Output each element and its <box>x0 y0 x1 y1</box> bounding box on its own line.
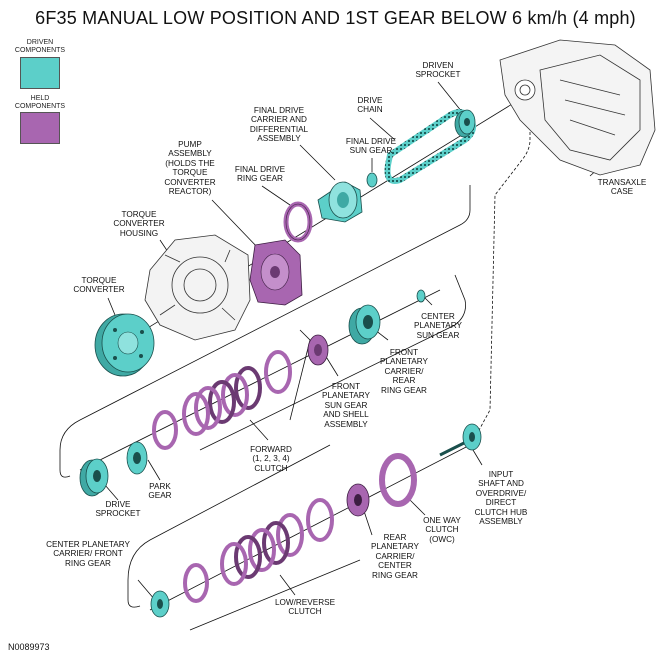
label-center-planetary-carrier: CENTER PLANETARY CARRIER/ FRONT RING GEA… <box>46 540 130 568</box>
leader-drive-chain <box>369 117 396 141</box>
torque-converter-art <box>94 313 155 377</box>
rear-planetary-carrier-art <box>346 483 370 517</box>
forward-clutch-pack-art <box>152 350 292 450</box>
legend-driven-swatch <box>20 57 60 89</box>
low-reverse-clutch-pack-art <box>183 498 334 603</box>
legend-driven-label: DRIVEN COMPONENTS <box>14 39 66 54</box>
diagram-title: 6F35 MANUAL LOW POSITION AND 1ST GEAR BE… <box>35 8 636 28</box>
label-drive-sprocket: DRIVE SPROCKET <box>95 500 141 519</box>
label-low-reverse-clutch: LOW/REVERSE CLUTCH <box>274 598 336 617</box>
leader-final-drive-carrier <box>299 144 336 181</box>
front-sun-gear-shell-art <box>307 334 329 366</box>
label-final-drive-carrier: FINAL DRIVE CARRIER AND DIFFERENTIAL ASS… <box>249 106 309 144</box>
leader-one-way-clutch <box>409 499 426 516</box>
legend-held-label: HELD COMPONENTS <box>14 95 66 110</box>
input-shaft-art <box>439 423 482 457</box>
row-connector-middle-right <box>199 274 466 451</box>
final-drive-carrier-art <box>317 181 363 223</box>
reference-number: N0089973 <box>8 642 50 652</box>
label-front-planetary-sun-gear: FRONT PLANETARY SUN GEAR AND SHELL ASSEM… <box>322 382 370 429</box>
case-link-dashed-line <box>477 92 531 433</box>
label-rear-planetary-carrier: REAR PLANETARY CARRIER/ CENTER RING GEAR <box>371 533 419 580</box>
transaxle-case-art <box>499 39 656 176</box>
pump-assembly-art <box>249 239 303 306</box>
label-forward-clutch: FORWARD (1, 2, 3, 4) CLUTCH <box>250 445 292 473</box>
torque-converter-housing-art <box>144 234 251 341</box>
label-torque-converter-housing: TORQUE CONVERTER HOUSING <box>113 210 165 238</box>
front-planetary-carrier-art <box>348 304 381 345</box>
drive-sprocket-art <box>79 458 109 497</box>
leader-low-reverse-clutch <box>279 574 296 596</box>
label-torque-converter: TORQUE CONVERTER <box>73 276 125 295</box>
label-drive-chain: DRIVE CHAIN <box>357 96 383 115</box>
leader-drive-sprocket <box>104 484 119 501</box>
legend-held-swatch <box>20 112 60 144</box>
label-park-gear: PARK GEAR <box>148 482 172 501</box>
leader-forward-clutch <box>249 419 269 441</box>
label-center-planetary-sun-gear: CENTER PLANETARY SUN GEAR <box>414 312 462 340</box>
leader-front-sun-gear <box>324 354 339 377</box>
park-gear-art <box>126 441 148 475</box>
final-drive-sun-gear-art <box>366 172 378 188</box>
final-drive-ring-gear-outline <box>285 203 311 241</box>
label-front-planetary-carrier: FRONT PLANETARY CARRIER/ REAR RING GEAR <box>380 348 428 395</box>
leader-center-sun-gear <box>424 297 433 306</box>
low-reverse-bracket <box>189 559 361 631</box>
label-transaxle-case: TRANSAXLE CASE <box>597 178 647 197</box>
row-connector-upper <box>59 185 471 478</box>
label-pump-assembly: PUMP ASSEMBLY (HOLDS THE TORQUE CONVERTE… <box>164 140 216 197</box>
leader-torque-converter <box>107 297 116 316</box>
leader-driven-sprocket <box>437 81 463 113</box>
leader-pump-assembly <box>211 199 261 251</box>
leader-final-drive-ring-gear <box>261 185 291 206</box>
label-input-shaft: INPUT SHAFT AND OVERDRIVE/ DIRECT CLUTCH… <box>474 470 528 527</box>
driven-sprocket-art <box>454 109 476 138</box>
center-planetary-carrier-art <box>150 590 170 618</box>
label-one-way-clutch: ONE WAY CLUTCH (OWC) <box>423 516 461 544</box>
center-sun-gear-art <box>416 289 426 303</box>
one-way-clutch-art <box>379 453 417 507</box>
label-final-drive-ring-gear: FINAL DRIVE RING GEAR <box>234 165 286 184</box>
label-driven-sprocket: DRIVEN SPROCKET <box>415 61 461 80</box>
row-connector-lower <box>127 444 331 608</box>
label-final-drive-sun-gear: FINAL DRIVE SUN GEAR <box>345 137 397 156</box>
forward-clutch-bracket <box>289 329 311 421</box>
leader-park-gear <box>147 459 161 481</box>
